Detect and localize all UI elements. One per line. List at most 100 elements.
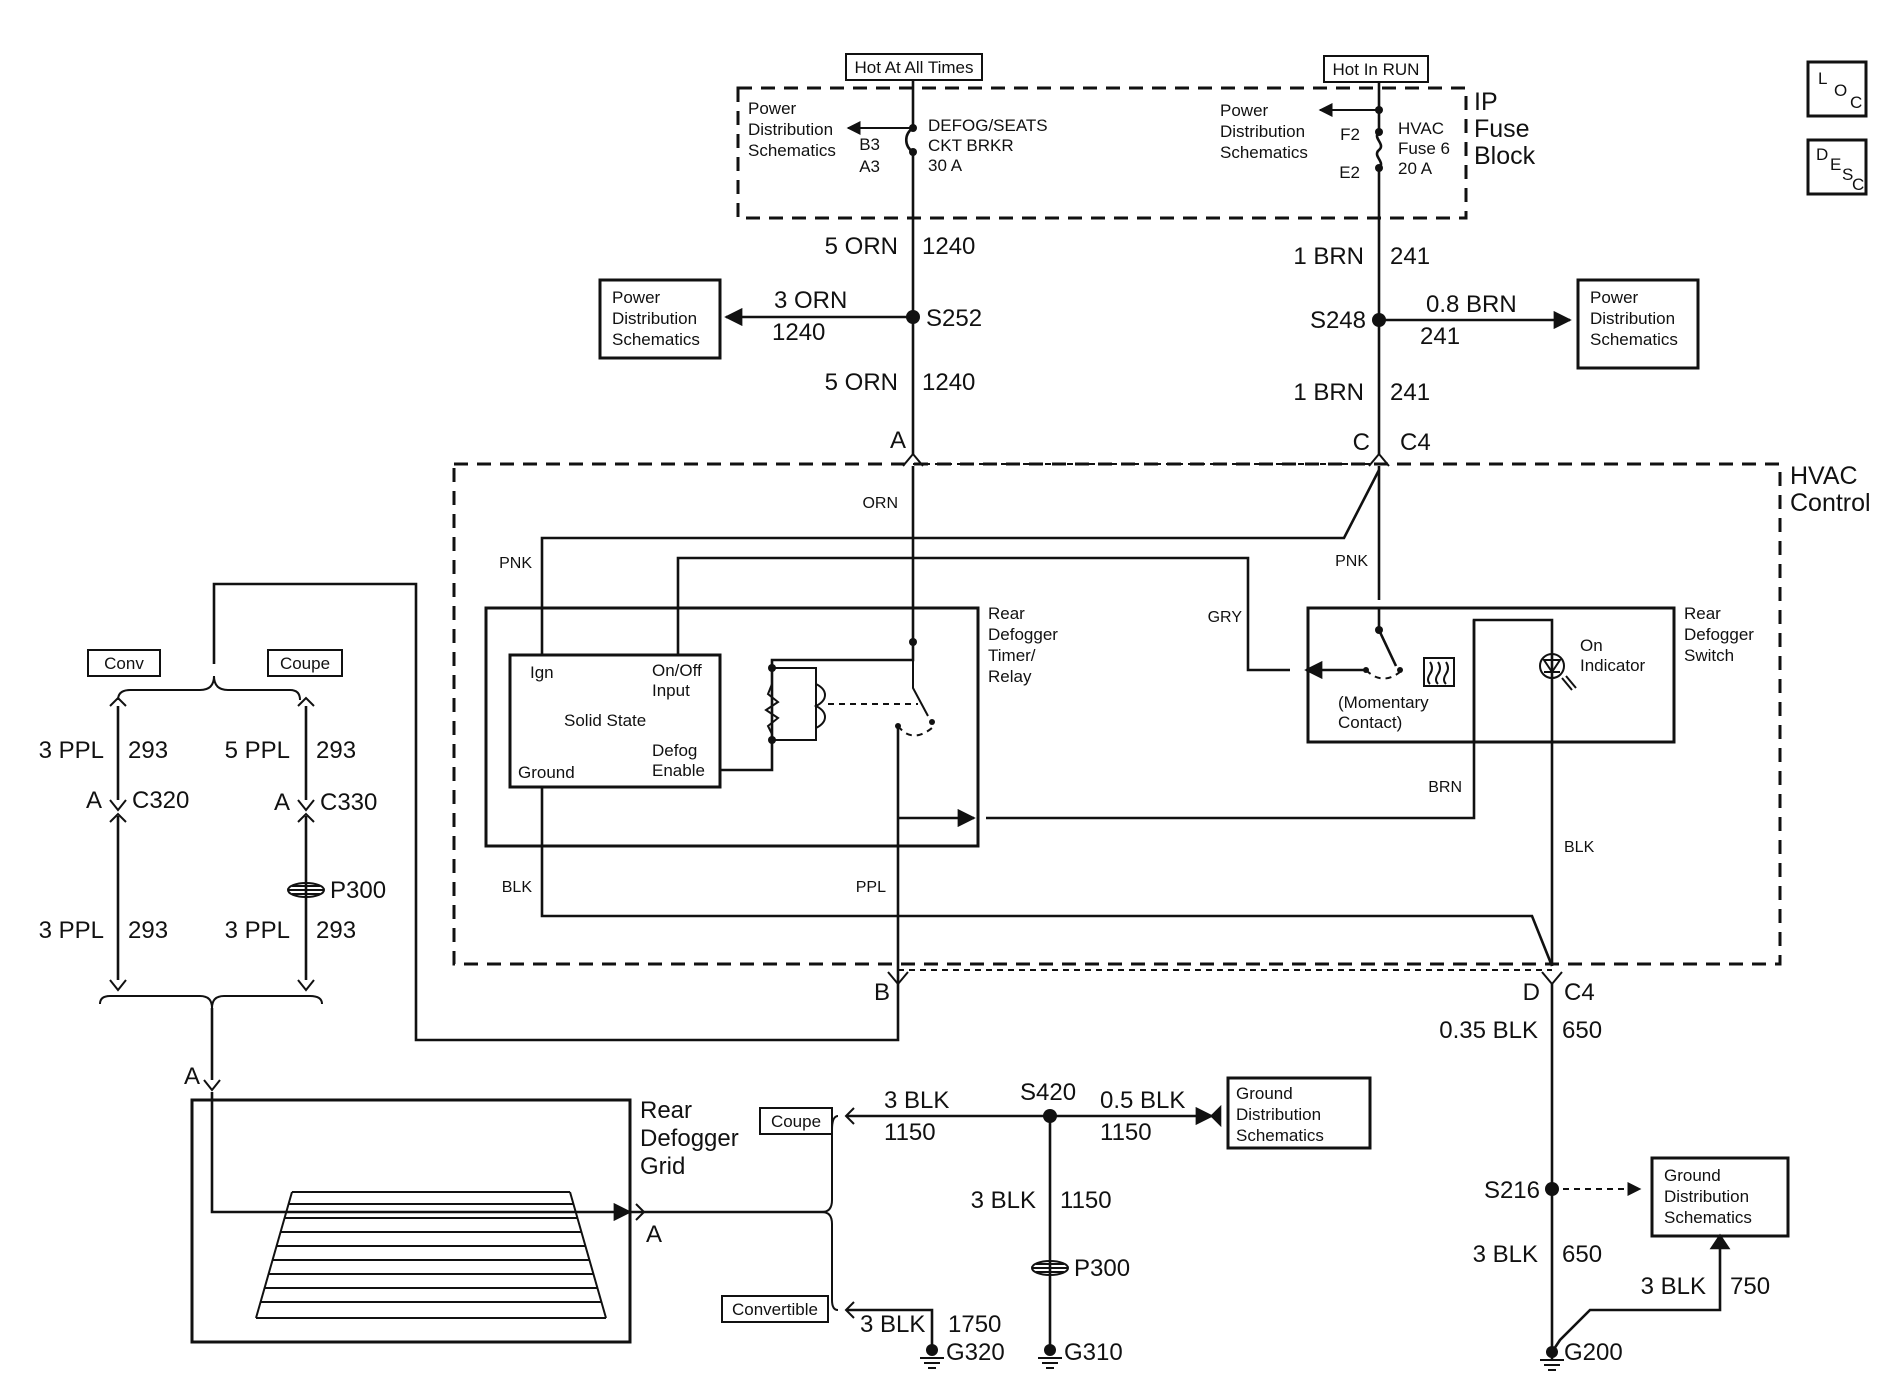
svg-text:S: S bbox=[1842, 165, 1853, 184]
wire-label-3blk-650: 3 BLK bbox=[1473, 1241, 1538, 1268]
circuit-1150-a: 1150 bbox=[884, 1119, 936, 1146]
p300-label-bottom: P300 bbox=[1074, 1255, 1130, 1282]
internal-orn-label: ORN bbox=[862, 495, 898, 512]
svg-text:20 A: 20 A bbox=[1398, 159, 1433, 178]
breaker-pds-ref[interactable]: Power Distribution Schematics bbox=[748, 99, 836, 160]
circuit-1150-b: 1150 bbox=[1100, 1119, 1152, 1146]
defog-pin-label-1: Defog bbox=[652, 741, 697, 760]
solid-state-module bbox=[508, 653, 722, 789]
c320-pin-a: A bbox=[86, 787, 102, 814]
wire-label-3ppl-conv-top: 3 PPL bbox=[39, 737, 104, 764]
svg-text:Convertible: Convertible bbox=[732, 1300, 818, 1319]
hot-at-all-times-label: Hot At All Times bbox=[845, 53, 983, 81]
ground-g200-icon bbox=[1540, 1346, 1564, 1371]
c4-label-bottom: C4 bbox=[1564, 979, 1595, 1006]
conv-tag: Conv bbox=[87, 649, 161, 677]
s216-gds-ref[interactable]: Ground Distribution Schematics bbox=[1650, 1156, 1790, 1238]
svg-text:D: D bbox=[1816, 145, 1828, 164]
circuit-293-coupe-top: 293 bbox=[316, 737, 356, 764]
pin-d-label: D bbox=[1523, 979, 1540, 1006]
circuit-1240-top: 1240 bbox=[922, 233, 975, 260]
momentary-label-1: (Momentary bbox=[1338, 693, 1429, 712]
ign-pin-label: Ign bbox=[530, 663, 554, 682]
ip-fuse-block-boundary bbox=[736, 86, 1468, 220]
coupe-tag-bottom: Coupe bbox=[759, 1107, 833, 1135]
ground-g320-label: G320 bbox=[946, 1339, 1005, 1366]
wire-label-1brn-top: 1 BRN bbox=[1293, 243, 1364, 270]
svg-text:Distribution: Distribution bbox=[1590, 309, 1675, 328]
wire-label-3blk-1150-a: 3 BLK bbox=[884, 1087, 949, 1114]
svg-text:Power: Power bbox=[1590, 288, 1639, 307]
internal-brn-label: BRN bbox=[1428, 779, 1462, 796]
on-indicator-label-2: Indicator bbox=[1580, 656, 1646, 675]
svg-text:Distribution: Distribution bbox=[1664, 1187, 1749, 1206]
svg-text:IP: IP bbox=[1474, 88, 1498, 116]
svg-text:Control: Control bbox=[1790, 489, 1871, 517]
relay-title: Rear Defogger Timer/ Relay bbox=[988, 604, 1058, 686]
circuit-241-mid: 241 bbox=[1420, 323, 1460, 350]
defog-pin-label-2: Enable bbox=[652, 761, 705, 780]
on-indicator-led-icon bbox=[1539, 653, 1577, 691]
svg-text:Rear: Rear bbox=[988, 604, 1025, 623]
s420-gds-ref[interactable]: Ground Distribution Schematics bbox=[1226, 1076, 1372, 1150]
svg-text:C: C bbox=[1850, 93, 1862, 112]
svg-text:Power: Power bbox=[748, 99, 797, 118]
c330-pin-a: A bbox=[274, 789, 290, 816]
circuit-650-top: 650 bbox=[1562, 1017, 1602, 1044]
s248-pds-ref[interactable]: Power Distribution Schematics bbox=[1576, 278, 1700, 370]
breaker-pin-in: B3 bbox=[859, 135, 880, 154]
svg-text:Distribution: Distribution bbox=[1236, 1105, 1321, 1124]
onoff-pin-label-1: On/Off bbox=[652, 661, 702, 680]
svg-text:Switch: Switch bbox=[1684, 646, 1734, 665]
svg-text:Defogger: Defogger bbox=[988, 625, 1058, 644]
desc-badge[interactable]: D E S C bbox=[1806, 138, 1868, 196]
momentary-label-2: Contact) bbox=[1338, 713, 1402, 732]
svg-text:HVAC: HVAC bbox=[1790, 462, 1858, 490]
defog-seats-breaker: DEFOG/SEATS CKT BRKR 30 A bbox=[928, 116, 1048, 175]
svg-text:HVAC: HVAC bbox=[1398, 119, 1444, 138]
grid-pin-a-top: A bbox=[184, 1063, 200, 1090]
splice-s252-label: S252 bbox=[926, 305, 982, 332]
ground-pin-label: Ground bbox=[518, 763, 575, 782]
svg-text:Distribution: Distribution bbox=[612, 309, 697, 328]
hot-in-run-label: Hot In RUN bbox=[1323, 55, 1429, 83]
svg-text:Schematics: Schematics bbox=[1220, 143, 1308, 162]
svg-text:Fuse 6: Fuse 6 bbox=[1398, 139, 1450, 158]
internal-gry-label: GRY bbox=[1208, 609, 1243, 626]
circuit-293-conv-bottom: 293 bbox=[128, 917, 168, 944]
svg-text:Conv: Conv bbox=[104, 654, 144, 673]
svg-text:Distribution: Distribution bbox=[1220, 122, 1305, 141]
svg-text:L: L bbox=[1818, 69, 1827, 88]
internal-pnk-left-label: PNK bbox=[499, 555, 532, 572]
wire-label-05blk: 0.5 BLK bbox=[1100, 1087, 1185, 1114]
wire-label-3blk-750: 3 BLK bbox=[1641, 1273, 1706, 1300]
wire-label-5orn-top: 5 ORN bbox=[825, 233, 898, 260]
s252-pds-ref[interactable]: Power Distribution Schematics bbox=[598, 278, 722, 360]
circuit-241-top: 241 bbox=[1390, 243, 1430, 270]
fuse-pds-ref[interactable]: Power Distribution Schematics bbox=[1220, 101, 1308, 162]
ground-g200-label: G200 bbox=[1564, 1339, 1623, 1366]
loc-badge[interactable]: L O C bbox=[1806, 60, 1868, 118]
svg-text:Rear: Rear bbox=[640, 1097, 692, 1124]
hvac-fuse-6: HVAC Fuse 6 20 A bbox=[1398, 119, 1450, 178]
c4-label-top: C4 bbox=[1400, 429, 1431, 456]
svg-text:Power: Power bbox=[1220, 101, 1269, 120]
circuit-1240-mid: 1240 bbox=[772, 319, 825, 346]
svg-text:O: O bbox=[1834, 81, 1847, 100]
svg-text:Fuse: Fuse bbox=[1474, 115, 1530, 143]
rear-defogger-grid bbox=[190, 1098, 632, 1344]
fuse-pin-out: E2 bbox=[1339, 163, 1360, 182]
c330-label: C330 bbox=[320, 789, 377, 816]
svg-text:Coupe: Coupe bbox=[771, 1112, 821, 1131]
ground-g310-icon bbox=[1038, 1344, 1062, 1369]
circuit-293-conv-top: 293 bbox=[128, 737, 168, 764]
pin-a-label: A bbox=[890, 427, 906, 454]
svg-text:Grid: Grid bbox=[640, 1153, 685, 1180]
internal-blk-right-label: BLK bbox=[1564, 839, 1595, 856]
internal-ppl-label: PPL bbox=[856, 879, 886, 896]
hvac-control-title: HVAC Control bbox=[1790, 462, 1871, 517]
fuse-pin-in: F2 bbox=[1340, 125, 1360, 144]
hvac-control-boundary bbox=[452, 462, 1782, 966]
svg-text:Schematics: Schematics bbox=[612, 330, 700, 349]
ground-g320-icon bbox=[920, 1344, 944, 1369]
